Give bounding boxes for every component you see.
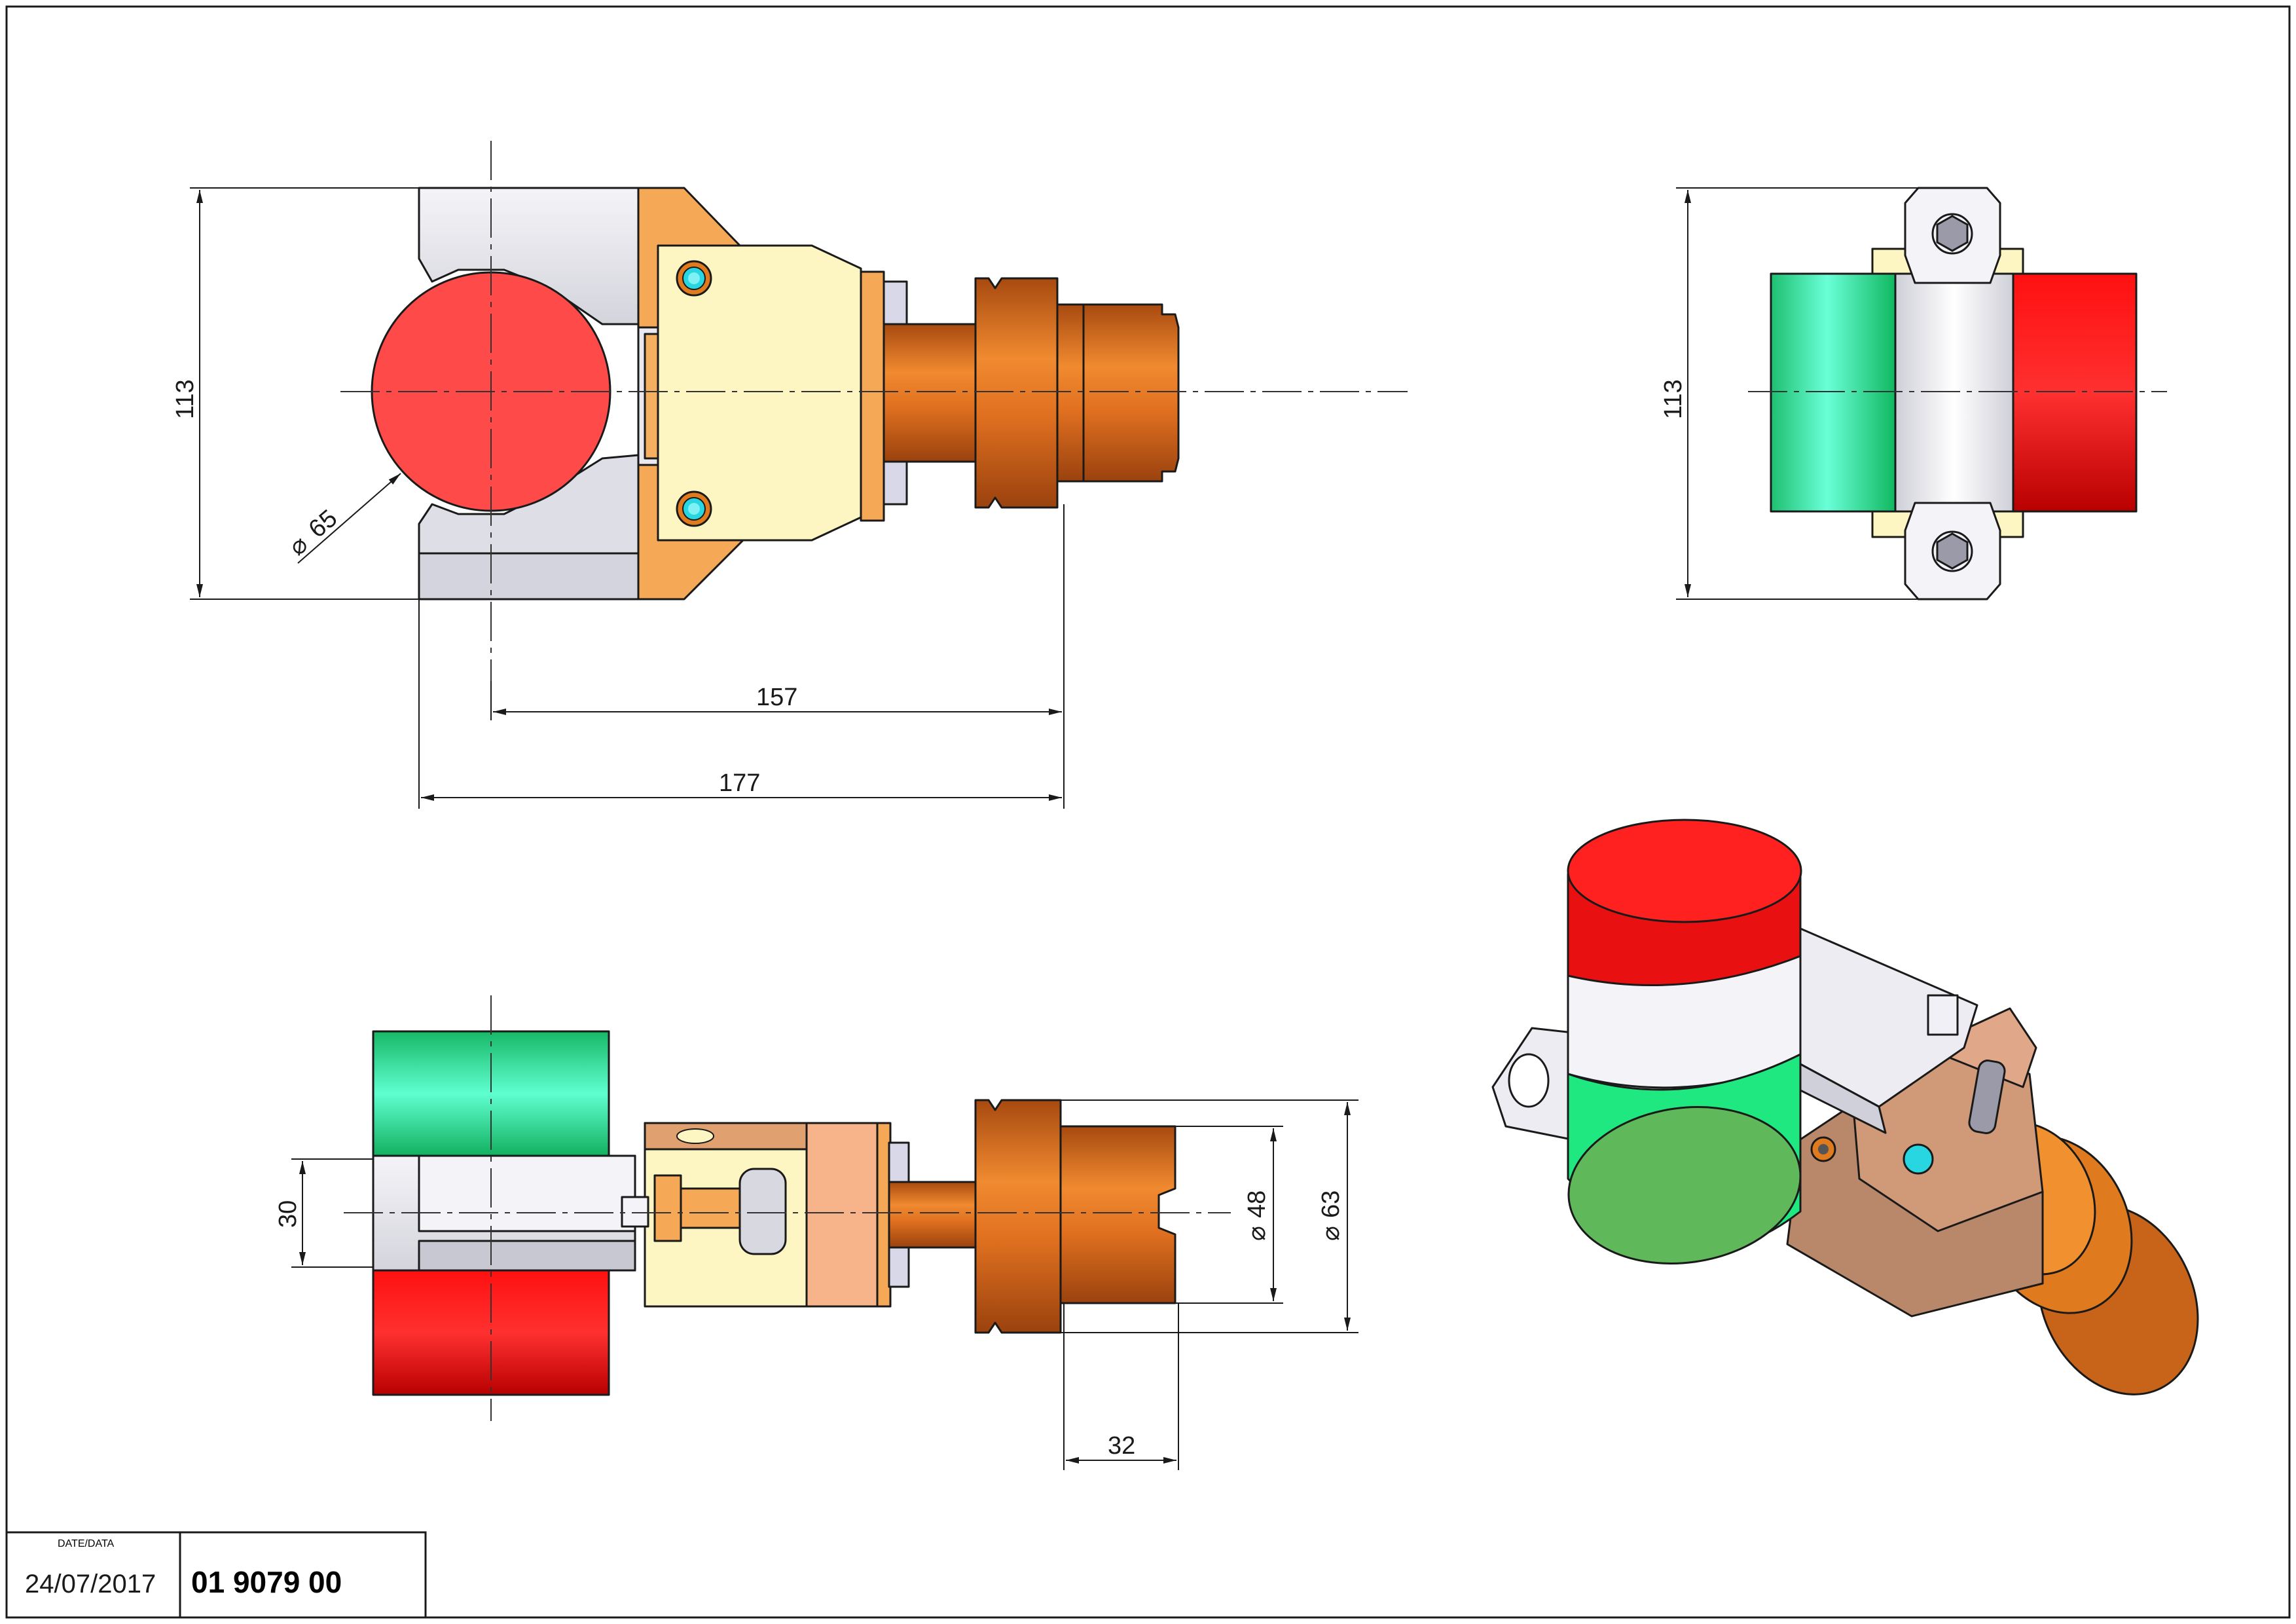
front-view: 30 ⌀ 48 ⌀ 63 32 <box>274 995 1358 1470</box>
dim-32: 32 <box>1108 1432 1135 1460</box>
date-label: DATE/DATA <box>58 1538 115 1549</box>
dim-48: 48 <box>1243 1190 1271 1218</box>
screw-lower-icon <box>676 490 712 527</box>
green-cylinder-side <box>1770 272 1897 513</box>
dim-177: 177 <box>719 769 760 797</box>
part-number: 01 9079 00 <box>191 1565 342 1599</box>
top-view: 113 ⌀ 65 157 177 <box>172 141 1408 809</box>
side-view: 113 <box>1660 187 2167 600</box>
red-cylinder-side <box>2012 272 2138 513</box>
dim-diameter-symbol-65: ⌀ <box>284 530 314 561</box>
dim-30: 30 <box>274 1200 302 1228</box>
date-value: 24/07/2017 <box>25 1570 156 1598</box>
isometric-view <box>1491 819 2199 1395</box>
dim-diameter-symbol-48: ⌀ <box>1243 1226 1271 1241</box>
dim-113-top: 113 <box>172 379 199 419</box>
screw-upper-icon <box>676 260 712 297</box>
white-band-side <box>1894 272 2014 513</box>
dim-113-side: 113 <box>1660 379 1687 419</box>
title-block: DATE/DATA 24/07/2017 01 9079 00 <box>5 1531 427 1619</box>
dim-65: 65 <box>304 505 342 544</box>
sheet-border <box>5 5 2291 1619</box>
dim-diameter-symbol-63: ⌀ <box>1317 1226 1345 1241</box>
dim-157: 157 <box>756 684 797 711</box>
dim-63: 63 <box>1317 1190 1345 1218</box>
